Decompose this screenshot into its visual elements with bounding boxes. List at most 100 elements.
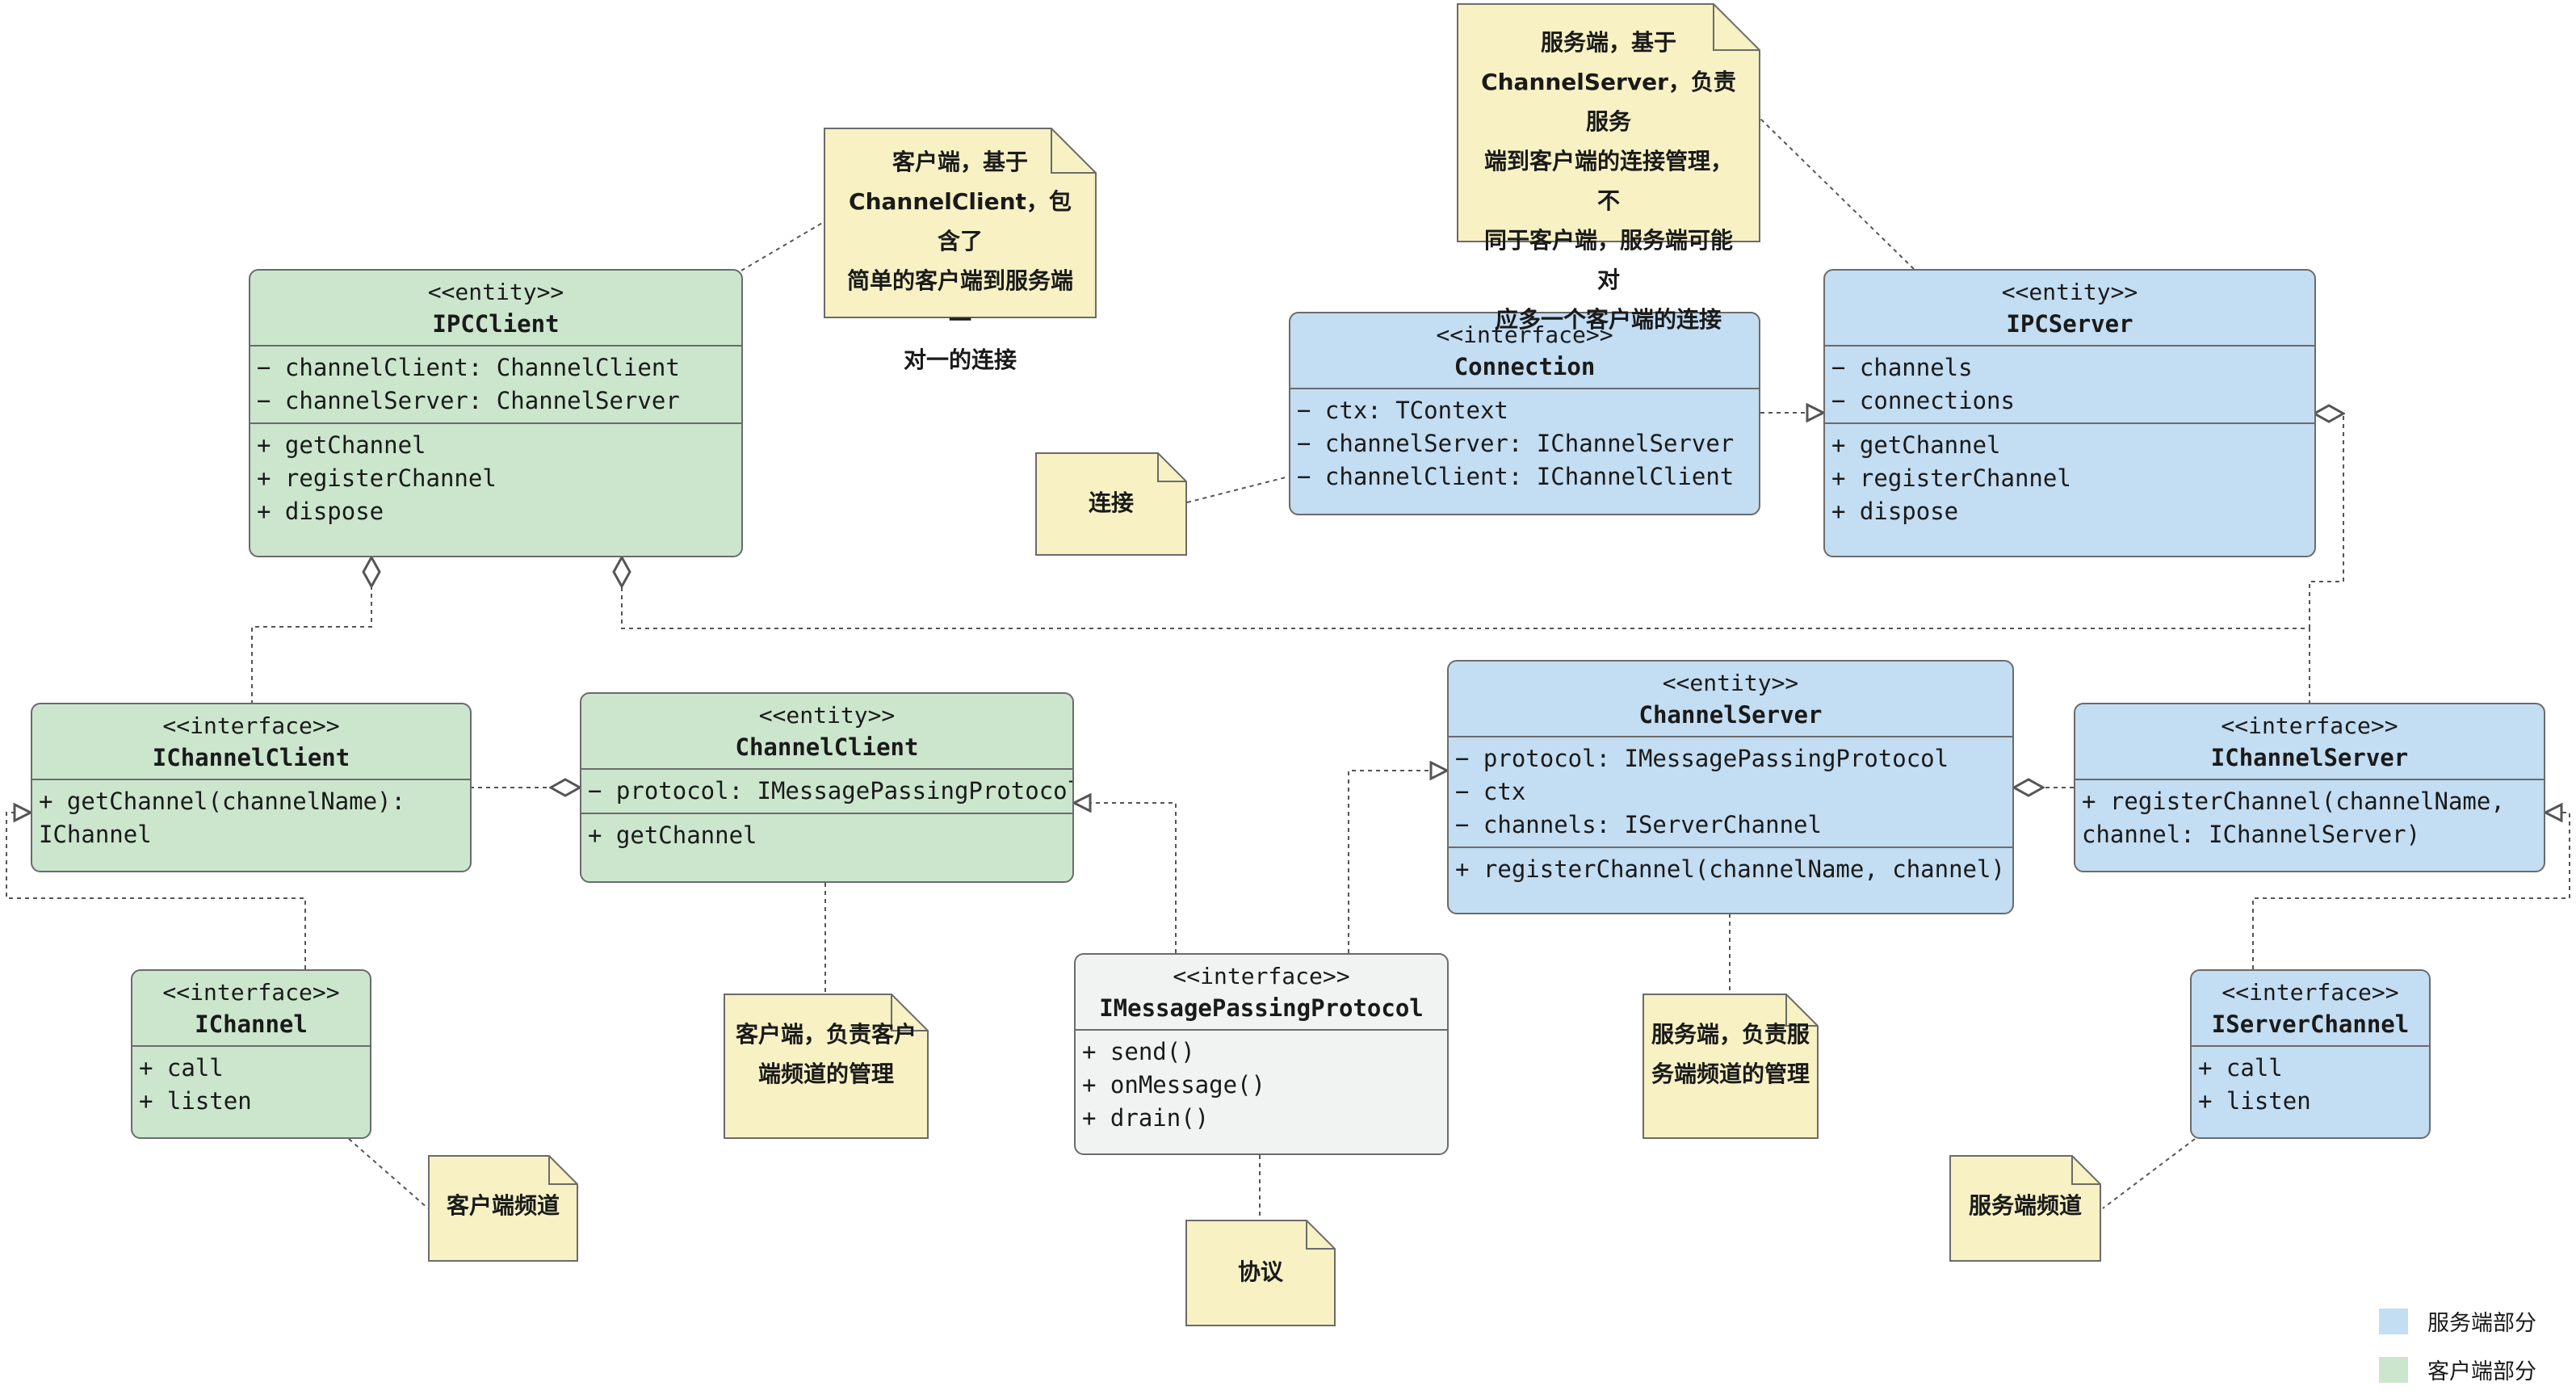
attribute: − channelServer: ChannelServer: [257, 387, 680, 414]
class-connection[interactable]: <<interface>> Connection − ctx: TContext…: [1289, 312, 1760, 515]
method: + listen: [2198, 1087, 2311, 1115]
class-name: IPCServer: [2006, 310, 2133, 338]
method: + registerChannel: [1831, 464, 2071, 492]
legend-label-server: 服务端部分: [2427, 1311, 2536, 1336]
class-ipcclient[interactable]: <<entity>> IPCClient − channelClient: Ch…: [249, 269, 743, 557]
attribute-list: − protocol: IMessagePassingProtocol: [581, 770, 1072, 814]
attribute: − ctx: TContext: [1297, 397, 1508, 424]
stereotype: <<interface>>: [162, 712, 340, 739]
method-list: + getChannel: [581, 814, 1072, 857]
method-list: + call + listen: [132, 1047, 370, 1123]
note-line: 服务端，基于: [1540, 29, 1676, 56]
method: + drain(): [1082, 1104, 1210, 1132]
note-link-server: [1760, 118, 1915, 270]
note-shape: [724, 994, 929, 1139]
legend-label-client: 客户端部分: [2427, 1359, 2536, 1384]
iserverchannel-to-ichannelserver-link: [2252, 813, 2570, 969]
ichannel-to-ichannelclient-link: [6, 813, 306, 969]
class-imessagepassingprotocol[interactable]: <<interface>> IMessagePassingProtocol + …: [1074, 953, 1449, 1155]
attribute-list: − channelClient: ChannelClient − channel…: [250, 347, 741, 424]
class-header: <<interface>> Connection: [1290, 313, 1759, 389]
note-line: 连接: [1088, 489, 1134, 516]
ichannelclient-to-ipcclient-link: [251, 557, 371, 704]
class-name: IChannelServer: [2210, 744, 2409, 771]
stereotype: <<interface>>: [1173, 963, 1350, 989]
method: + dispose: [1831, 498, 1959, 525]
stereotype: <<entity>>: [427, 279, 564, 305]
method: + send(): [1082, 1038, 1195, 1065]
class-ichannelserver[interactable]: <<interface>> IChannelServer + registerC…: [2074, 703, 2545, 872]
method: channel: IChannelServer): [2082, 821, 2421, 848]
note-connection: 连接: [1035, 452, 1187, 556]
note-shape: [1643, 994, 1819, 1139]
class-ichannel[interactable]: <<interface>> IChannel + call + listen: [131, 969, 371, 1139]
class-ichannelclient[interactable]: <<interface>> IChannelClient + getChanne…: [31, 703, 472, 872]
class-channelclient[interactable]: <<entity>> ChannelClient − protocol: IMe…: [580, 692, 1074, 883]
note-line: 协议: [1237, 1258, 1283, 1285]
attribute: − connections: [1831, 387, 2015, 414]
stereotype: <<interface>>: [162, 979, 340, 1006]
attribute: − protocol: IMessagePassingProtocol: [588, 777, 1074, 805]
note-line: 简单的客户端到服务端一: [846, 267, 1073, 334]
attribute: − channelClient: ChannelClient: [257, 354, 680, 381]
method: + call: [2198, 1054, 2283, 1082]
class-name: IPCClient: [432, 310, 560, 338]
class-channelserver[interactable]: <<entity>> ChannelServer − protocol: IMe…: [1447, 660, 2014, 914]
class-header: <<interface>> IServerChannel: [2192, 971, 2429, 1047]
protocol-to-channelclient-link: [1074, 803, 1177, 953]
stereotype: <<entity>>: [758, 702, 896, 729]
note-shape: [1185, 1220, 1336, 1326]
class-header: <<interface>> IChannel: [132, 971, 370, 1047]
attribute: − channels: IServerChannel: [1455, 811, 1822, 838]
note-shape: [1035, 452, 1187, 556]
attribute-list: − channels − connections: [1825, 347, 2314, 424]
stereotype: <<interface>>: [2221, 979, 2399, 1006]
attribute-list: − ctx: TContext − channelServer: IChanne…: [1290, 389, 1759, 498]
note-link-client: [740, 221, 824, 271]
legend-server: 服务端部分: [2379, 1305, 2536, 1337]
note-client-channel-management: 客户端，负责客户 端频道的管理: [724, 994, 929, 1139]
note-line: 端频道的管理: [757, 1061, 894, 1087]
note-shape: [824, 128, 1097, 318]
method-list: + getChannel + registerChannel + dispose: [1825, 424, 2314, 533]
method-list: + getChannel(channelName): IChannel: [32, 780, 470, 856]
note-line: 端到客户端的连接管理，不: [1483, 148, 1733, 214]
note-line: 服务端频道: [1968, 1192, 2082, 1219]
method-list: + getChannel + registerChannel + dispose: [250, 424, 741, 533]
class-header: <<entity>> IPCServer: [1825, 271, 2314, 347]
note-line: 服务端，负责服: [1651, 1021, 1810, 1048]
method: + getChannel(channelName):: [39, 788, 405, 815]
note-link-iserver-channel: [2102, 1138, 2196, 1209]
class-iserverchannel[interactable]: <<interface>> IServerChannel + call + li…: [2190, 969, 2431, 1139]
class-header: <<entity>> IPCClient: [250, 271, 741, 347]
class-header: <<interface>> IChannelClient: [32, 704, 470, 780]
attribute-list: − protocol: IMessagePassingProtocol − ct…: [1449, 737, 2012, 848]
attribute: − protocol: IMessagePassingProtocol: [1455, 745, 1949, 772]
note-link-ichannel: [348, 1138, 429, 1209]
attribute: − channels: [1831, 354, 1973, 381]
stereotype: <<interface>>: [2221, 712, 2398, 739]
class-name: ChannelServer: [1638, 701, 1823, 729]
ichannelserver-to-ipcserver-link: [2309, 414, 2343, 628]
class-ipcserver[interactable]: <<entity>> IPCServer − channels − connec…: [1823, 269, 2316, 557]
note-shape: [1949, 1155, 2101, 1262]
note-protocol: 协议: [1185, 1220, 1336, 1326]
attribute: − channelServer: IChannelServer: [1297, 430, 1735, 457]
method: + onMessage(): [1082, 1071, 1265, 1099]
note-line: 务端频道的管理: [1651, 1061, 1810, 1087]
attribute: − channelClient: IChannelClient: [1297, 463, 1735, 490]
class-header: <<interface>> IMessagePassingProtocol: [1076, 955, 1447, 1031]
note-server: 服务端，基于 ChannelServer，负责服务 端到客户端的连接管理，不 同…: [1457, 3, 1760, 333]
stereotype: <<entity>>: [2001, 279, 2138, 305]
method: + getChannel: [588, 821, 757, 849]
class-name: IServerChannel: [2211, 1010, 2410, 1038]
method: IChannel: [39, 821, 152, 848]
class-name: IMessagePassingProtocol: [1099, 994, 1424, 1022]
class-name: IChannel: [195, 1010, 308, 1038]
note-client: 客户端，基于 ChannelClient，包含了 简单的客户端到服务端一 对一的…: [824, 128, 1097, 373]
note-line: 对一的连接: [903, 347, 1017, 373]
note-link-connection: [1186, 476, 1290, 503]
note-server-channel: 服务端频道: [1949, 1155, 2101, 1262]
method-list: + registerChannel(channelName, channel: …: [2075, 780, 2544, 856]
